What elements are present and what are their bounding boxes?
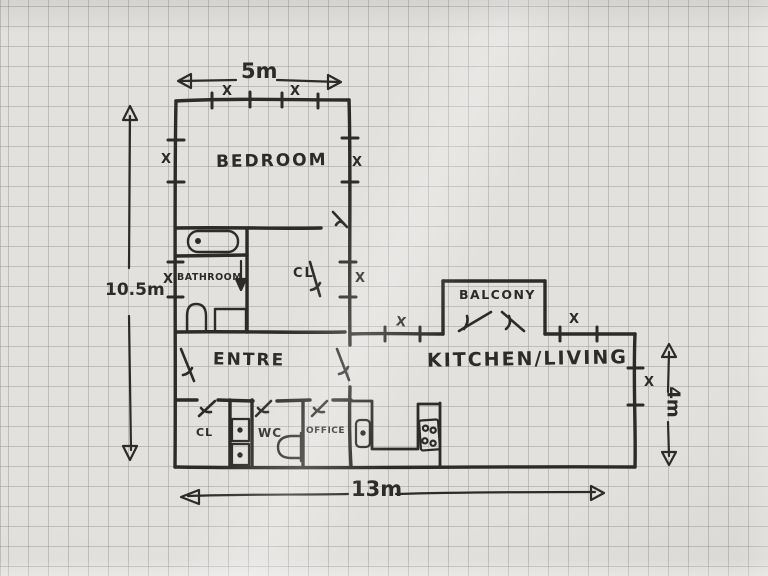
kitchen-living-label: KITCHEN/LIVING	[426, 346, 629, 372]
dimension-bottom-label: 13m	[351, 477, 403, 501]
entry-label: ENTRE	[212, 349, 286, 371]
stove	[418, 418, 441, 452]
balcony-label: BALCONY	[459, 287, 536, 302]
dimension-top-label: 5m	[241, 59, 278, 83]
bedroom-label: BEDROOM	[215, 150, 328, 172]
closet-lower-label: CL	[196, 426, 214, 439]
laundry-stack	[230, 417, 251, 467]
bathroom-toilet	[185, 302, 208, 334]
window-mark-kitchen-top-1: X	[395, 314, 408, 331]
bathroom-sink	[213, 307, 248, 334]
dimension-right-label: 4m	[662, 386, 684, 418]
kitchen-sink	[354, 418, 372, 449]
dimension-lines	[121, 72, 678, 506]
office-label: OFFICE	[306, 426, 346, 436]
wc-label: WC	[258, 426, 283, 440]
window-mark-kitchen-top-2: X	[569, 312, 580, 327]
window-mark-kitchen-right: X	[644, 375, 655, 390]
door-swings	[179, 210, 526, 418]
bathroom-label: BATHROOM	[177, 272, 243, 283]
window-mark-bedroom-top-2: X	[290, 84, 301, 99]
window-mark-bedroom-right: X	[352, 155, 363, 170]
window-mark-bedroom-left: X	[161, 152, 172, 167]
window-ticks	[166, 90, 645, 407]
closet-upper-label: CL	[293, 266, 315, 281]
window-mark-bedroom-top-1: X	[222, 84, 233, 99]
window-mark-closet-right: X	[355, 271, 366, 286]
dimension-left-label: 10.5m	[105, 280, 165, 300]
bathtub	[186, 229, 240, 254]
bathroom-door-arrow	[234, 259, 248, 292]
wc-toilet	[276, 431, 303, 463]
window-mark-bathroom-left: X	[163, 272, 174, 287]
